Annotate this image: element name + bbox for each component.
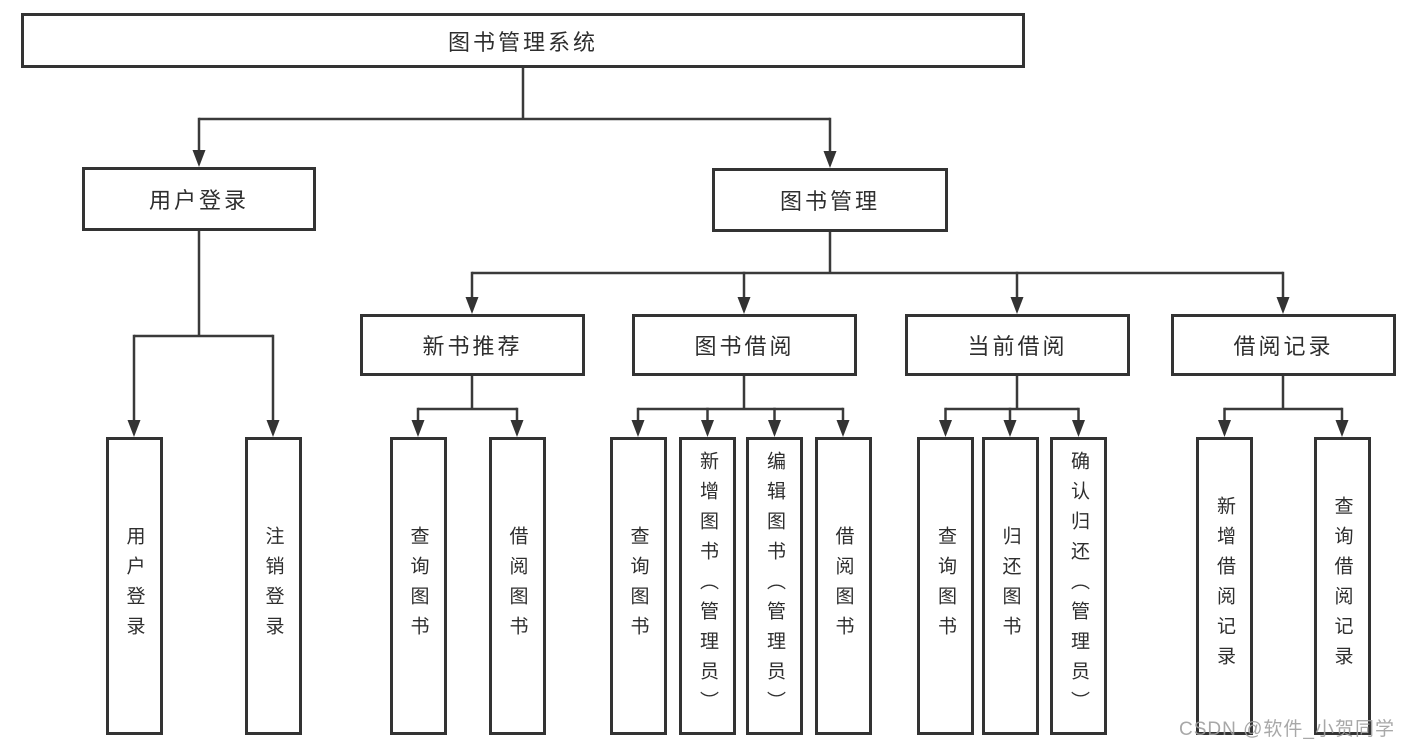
leaf-cb-confirm-return-admin: 确认归还（管理员）: [1050, 437, 1107, 735]
connector-book-mgmt-to-level3: [465, 232, 1290, 314]
leaf-nb-borrow-book: 借阅图书: [488, 437, 546, 735]
leaf-cb-return-book: 归还图书: [981, 437, 1039, 735]
leaf-br-query-record: 查询借阅记录: [1313, 437, 1371, 735]
watermark-text: CSDN @软件_小贺同学: [1179, 719, 1395, 740]
leaf-bb-query-book: 查询图书: [609, 437, 667, 735]
connector-user-login-to-leaves: [127, 231, 280, 437]
connector-root-to-level2: [192, 68, 837, 168]
node-new-book-recommend: 新书推荐: [360, 314, 585, 376]
leaf-cb-query-book: 查询图书: [917, 437, 974, 735]
node-book-management: 图书管理: [712, 168, 948, 232]
leaf-bb-borrow-book: 借阅图书: [814, 437, 872, 735]
node-book-borrow: 图书借阅: [632, 314, 857, 376]
node-user-login: 用户登录: [82, 167, 316, 231]
node-borrow-records: 借阅记录: [1171, 314, 1396, 376]
leaf-bb-edit-book-admin: 编辑图书（管理员）: [746, 437, 803, 735]
leaf-bb-add-book-admin: 新增图书（管理员）: [679, 437, 736, 735]
leaf-logout: 注销登录: [244, 437, 302, 735]
connector-borrow-records-to-leaves: [1218, 376, 1349, 437]
node-current-borrow: 当前借阅: [905, 314, 1130, 376]
connector-new-book-to-leaves: [411, 376, 524, 437]
connector-book-borrow-to-leaves: [631, 376, 850, 437]
leaf-user-login: 用户登录: [105, 437, 163, 735]
leaf-br-add-record: 新增借阅记录: [1196, 437, 1253, 735]
connector-current-borrow-to-leaves: [939, 376, 1085, 437]
node-library-system: 图书管理系统: [21, 13, 1025, 68]
leaf-nb-query-book: 查询图书: [389, 437, 447, 735]
